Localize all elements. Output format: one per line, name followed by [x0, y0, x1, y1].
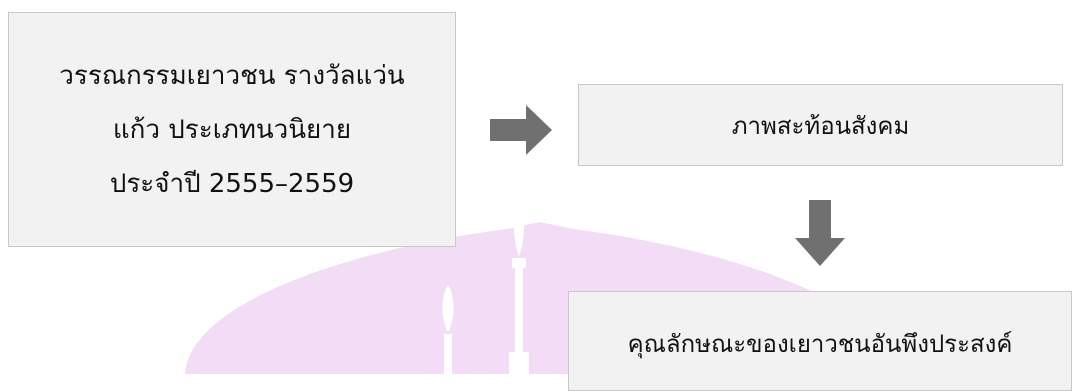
traits-box-label: คุณลักษณะของเยาวชนอันพึงประสงค์: [627, 330, 1013, 358]
arrow-down-icon: [795, 200, 845, 266]
source-box: วรรณกรรมเยาวชน รางวัลแว่น แก้ว ประเภทนวน…: [8, 12, 456, 247]
source-box-line-3: ประจำปี 2555–2559: [109, 168, 355, 199]
reflection-box-label: ภาพสะท้อนสังคม: [731, 111, 910, 140]
arrow-right-icon: [490, 105, 552, 155]
source-box-line-1: วรรณกรรมเยาวชน รางวัลแว่น: [59, 60, 405, 91]
traits-box: คุณลักษณะของเยาวชนอันพึงประสงค์: [568, 291, 1072, 391]
source-box-line-2: แก้ว ประเภทนวนิยาย: [112, 114, 352, 145]
reflection-box: ภาพสะท้อนสังคม: [578, 84, 1063, 166]
